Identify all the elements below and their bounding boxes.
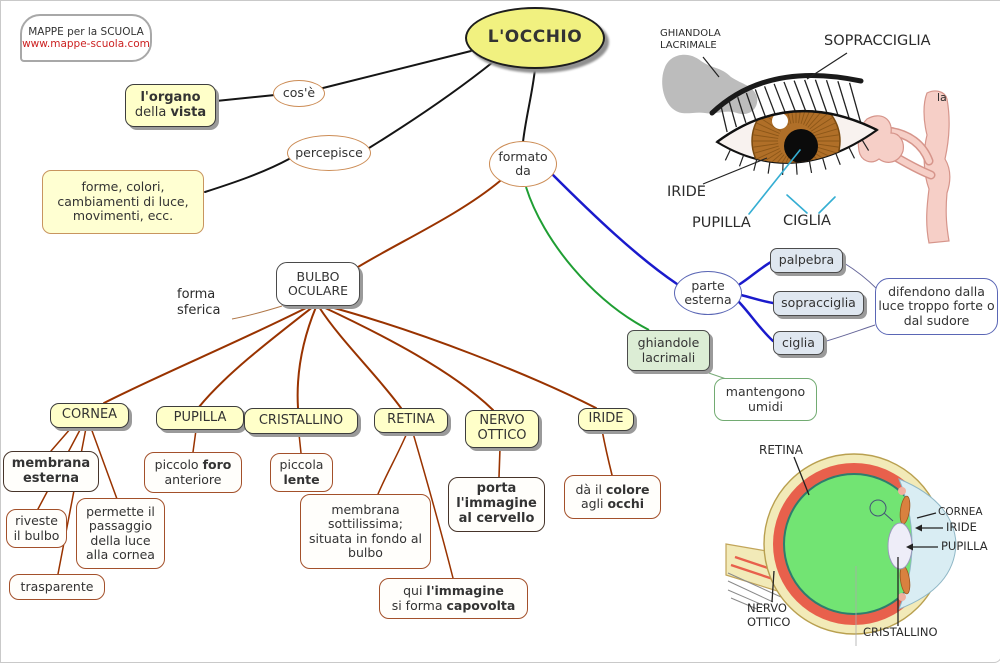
lacrimal-gland-shape bbox=[662, 55, 757, 114]
label-cristallino-section: CRISTALLINO bbox=[863, 626, 938, 640]
black-connectors bbox=[205, 51, 535, 192]
site-logo: MAPPE per la SCUOLA www.mappe-scuola.com bbox=[20, 14, 152, 62]
blue-connectors bbox=[551, 173, 773, 341]
detail-membrana-esterna: membrana esterna bbox=[3, 451, 99, 492]
detail-permette: permette il passaggio della luce alla co… bbox=[76, 498, 165, 569]
detail-piccola-lente: piccola lente bbox=[270, 453, 333, 492]
label-retina-section: RETINA bbox=[759, 443, 803, 457]
node-ghiandole-lacrimali: ghiandole lacrimali bbox=[627, 330, 710, 371]
label-cornea-section: CORNEA bbox=[938, 506, 983, 519]
forma-sferica-line bbox=[232, 306, 282, 319]
pupil-shape bbox=[784, 129, 818, 163]
node-bulbo-oculare: BULBO OCULARE bbox=[276, 262, 360, 306]
label-pupilla-section: PUPILLA bbox=[941, 540, 988, 554]
detail-immagine-capovolta: qui l'immagine si forma capovolta bbox=[379, 578, 528, 619]
node-sopracciglia: sopracciglia bbox=[773, 291, 864, 316]
label-la: la bbox=[937, 91, 947, 104]
node-cose: cos'è bbox=[273, 80, 325, 107]
node-nervo-ottico: NERVO OTTICO bbox=[465, 410, 539, 448]
node-retina: RETINA bbox=[374, 408, 448, 433]
detail-riveste: riveste il bulbo bbox=[6, 509, 67, 548]
logo-title: MAPPE per la SCUOLA bbox=[28, 26, 144, 38]
label-iride-section: IRIDE bbox=[946, 521, 977, 535]
label-nervo-ottico-section: NERVO OTTICO bbox=[747, 602, 805, 630]
node-root-occhio: L'OCCHIO bbox=[465, 7, 605, 69]
node-palpebra: palpebra bbox=[770, 248, 843, 273]
node-parte-esterna: parte esterna bbox=[674, 271, 742, 315]
logo-url-link[interactable]: www.mappe-scuola.com bbox=[22, 38, 150, 50]
label-pupilla-front: PUPILLA bbox=[692, 215, 751, 232]
node-mantengono-umidi: mantengono umidi bbox=[714, 378, 817, 421]
label-forma-sferica: forma sferica bbox=[177, 287, 239, 318]
node-ciglia: ciglia bbox=[773, 331, 824, 355]
node-formato-da: formato da bbox=[489, 141, 557, 187]
detail-piccolo-foro: piccolo foro anteriore bbox=[144, 452, 242, 493]
node-forme-colori: forme, colori, cambiamenti di luce, movi… bbox=[42, 170, 204, 234]
node-percepisce: percepisce bbox=[287, 135, 371, 171]
node-pupilla: PUPILLA bbox=[156, 406, 244, 430]
detail-porta-immagine: porta l'immagine al cervello bbox=[448, 477, 545, 532]
label-sopracciglia: SOPRACCIGLIA bbox=[824, 33, 931, 50]
detail-da-colore: dà il colore agli occhi bbox=[564, 475, 661, 519]
node-iride: IRIDE bbox=[578, 408, 634, 431]
label-ghiandola-lacrimale: GHIANDOLA LACRIMALE bbox=[660, 28, 734, 52]
label-iride-front: IRIDE bbox=[667, 184, 706, 201]
nasal-duct-shape bbox=[924, 91, 950, 243]
node-difendono: difendono dalla luce troppo forte o dal … bbox=[875, 278, 998, 335]
detail-membrana-sottilissima: membrana sottilissima; situata in fondo … bbox=[300, 494, 431, 569]
detail-trasparente: trasparente bbox=[9, 574, 105, 600]
node-cristallino: CRISTALLINO bbox=[244, 408, 358, 434]
label-ciglia-front: CIGLIA bbox=[783, 213, 831, 230]
node-organo-vista: l'organo della vista bbox=[125, 84, 216, 127]
node-cornea: CORNEA bbox=[50, 403, 129, 428]
